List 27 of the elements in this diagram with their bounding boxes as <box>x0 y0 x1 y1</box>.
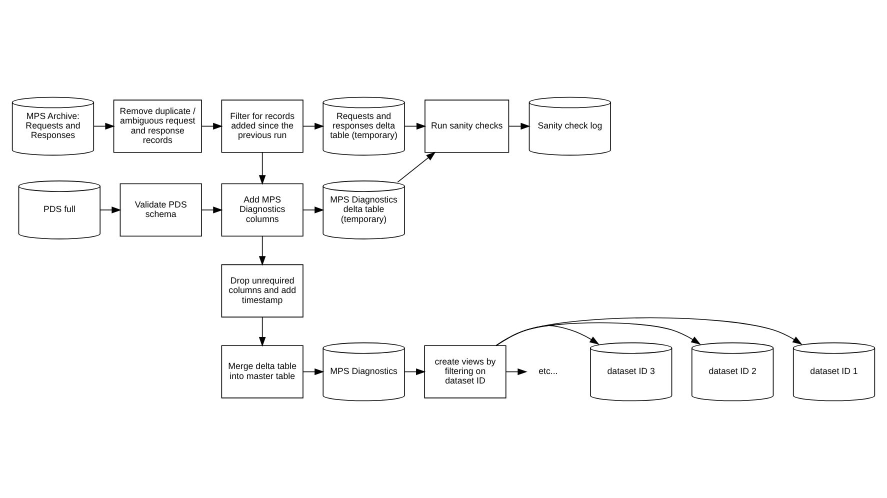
arrow <box>404 368 426 376</box>
node-box: Validate PDS schema <box>120 183 202 237</box>
arrow <box>496 322 701 346</box>
node-box: Filter for records added since the previous run <box>221 100 304 153</box>
arrow <box>302 122 324 130</box>
node-box: Run sanity checks <box>424 100 510 153</box>
arrow <box>258 316 266 347</box>
node-box: Merge delta table into master table <box>221 345 304 398</box>
arrow <box>506 368 528 376</box>
arrow <box>496 325 600 346</box>
arrow <box>258 152 266 185</box>
node-box: Drop unrequired columns and add timestamp <box>221 264 304 318</box>
arrow <box>100 206 122 214</box>
arrow <box>258 236 266 266</box>
node-box: create views by filtering on dataset ID <box>424 345 506 398</box>
arrow <box>302 368 324 376</box>
arrow <box>201 206 223 214</box>
arrow <box>397 152 436 183</box>
arrow <box>508 122 530 130</box>
arrow <box>404 122 426 130</box>
node-text: etc... <box>538 366 558 376</box>
arrow <box>302 206 324 214</box>
node-box: Add MPS Diagnostics columns <box>221 183 304 237</box>
arrow <box>201 122 223 130</box>
arrow <box>496 317 802 346</box>
arrow <box>93 122 115 130</box>
node-box: Remove duplicate / ambiguous request and response records <box>113 100 202 153</box>
